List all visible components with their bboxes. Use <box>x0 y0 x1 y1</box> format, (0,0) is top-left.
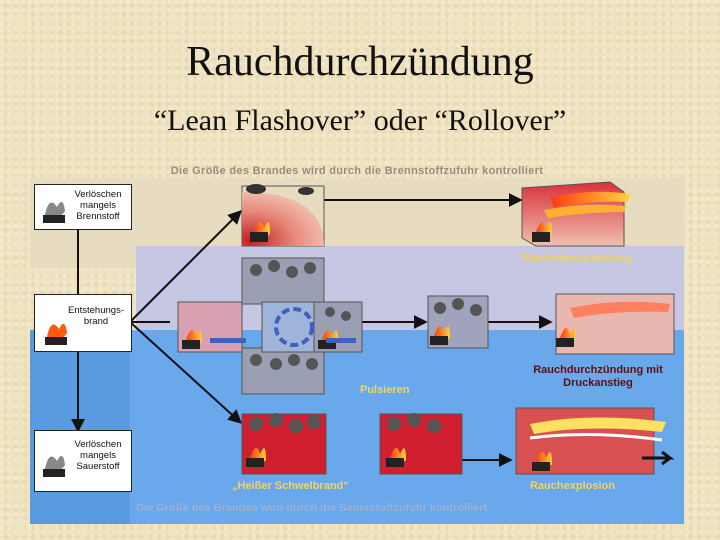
box-no-oxygen-text: Verlöschen mangels Sauerstoff <box>67 439 129 472</box>
slide-subtitle: “Lean Flashover” oder “Rollover” <box>0 104 720 138</box>
fire-symbol-icon <box>41 313 71 347</box>
label-pulsing: Pulsieren <box>360 384 410 396</box>
label-smouldering: „Heißer Schwelbrand“ <box>232 480 349 492</box>
box-no-fuel-text: Verlöschen mangels Brennstoff <box>67 189 129 222</box>
slide-title: Rauchdurchzündung <box>0 38 720 86</box>
box-origin-text: Entstehungs-brand <box>65 305 127 327</box>
rooms-pressure <box>428 294 674 354</box>
fire-development-diagram: Die Größe des Brandes wird durch die Bre… <box>30 162 684 524</box>
box-no-oxygen: Verlöschen mangels Sauerstoff <box>34 430 132 492</box>
rooms-oxygen-limited <box>242 408 670 474</box>
fire-symbol-icon <box>39 445 69 479</box>
room-heat-spread <box>242 184 324 246</box>
room-rollover <box>522 182 630 246</box>
label-rollover-pressure: Rauchdurchzündung mit Druckanstieg <box>508 364 688 390</box>
pulsing-rooms <box>178 258 362 394</box>
label-rollover: Rauchdurchzündung <box>522 252 632 264</box>
label-backdraft: Rauchexplosion <box>530 480 615 492</box>
fire-symbol-icon <box>39 191 69 225</box>
box-no-fuel: Verlöschen mangels Brennstoff <box>34 184 132 230</box>
box-origin: Entstehungs-brand <box>34 294 132 352</box>
